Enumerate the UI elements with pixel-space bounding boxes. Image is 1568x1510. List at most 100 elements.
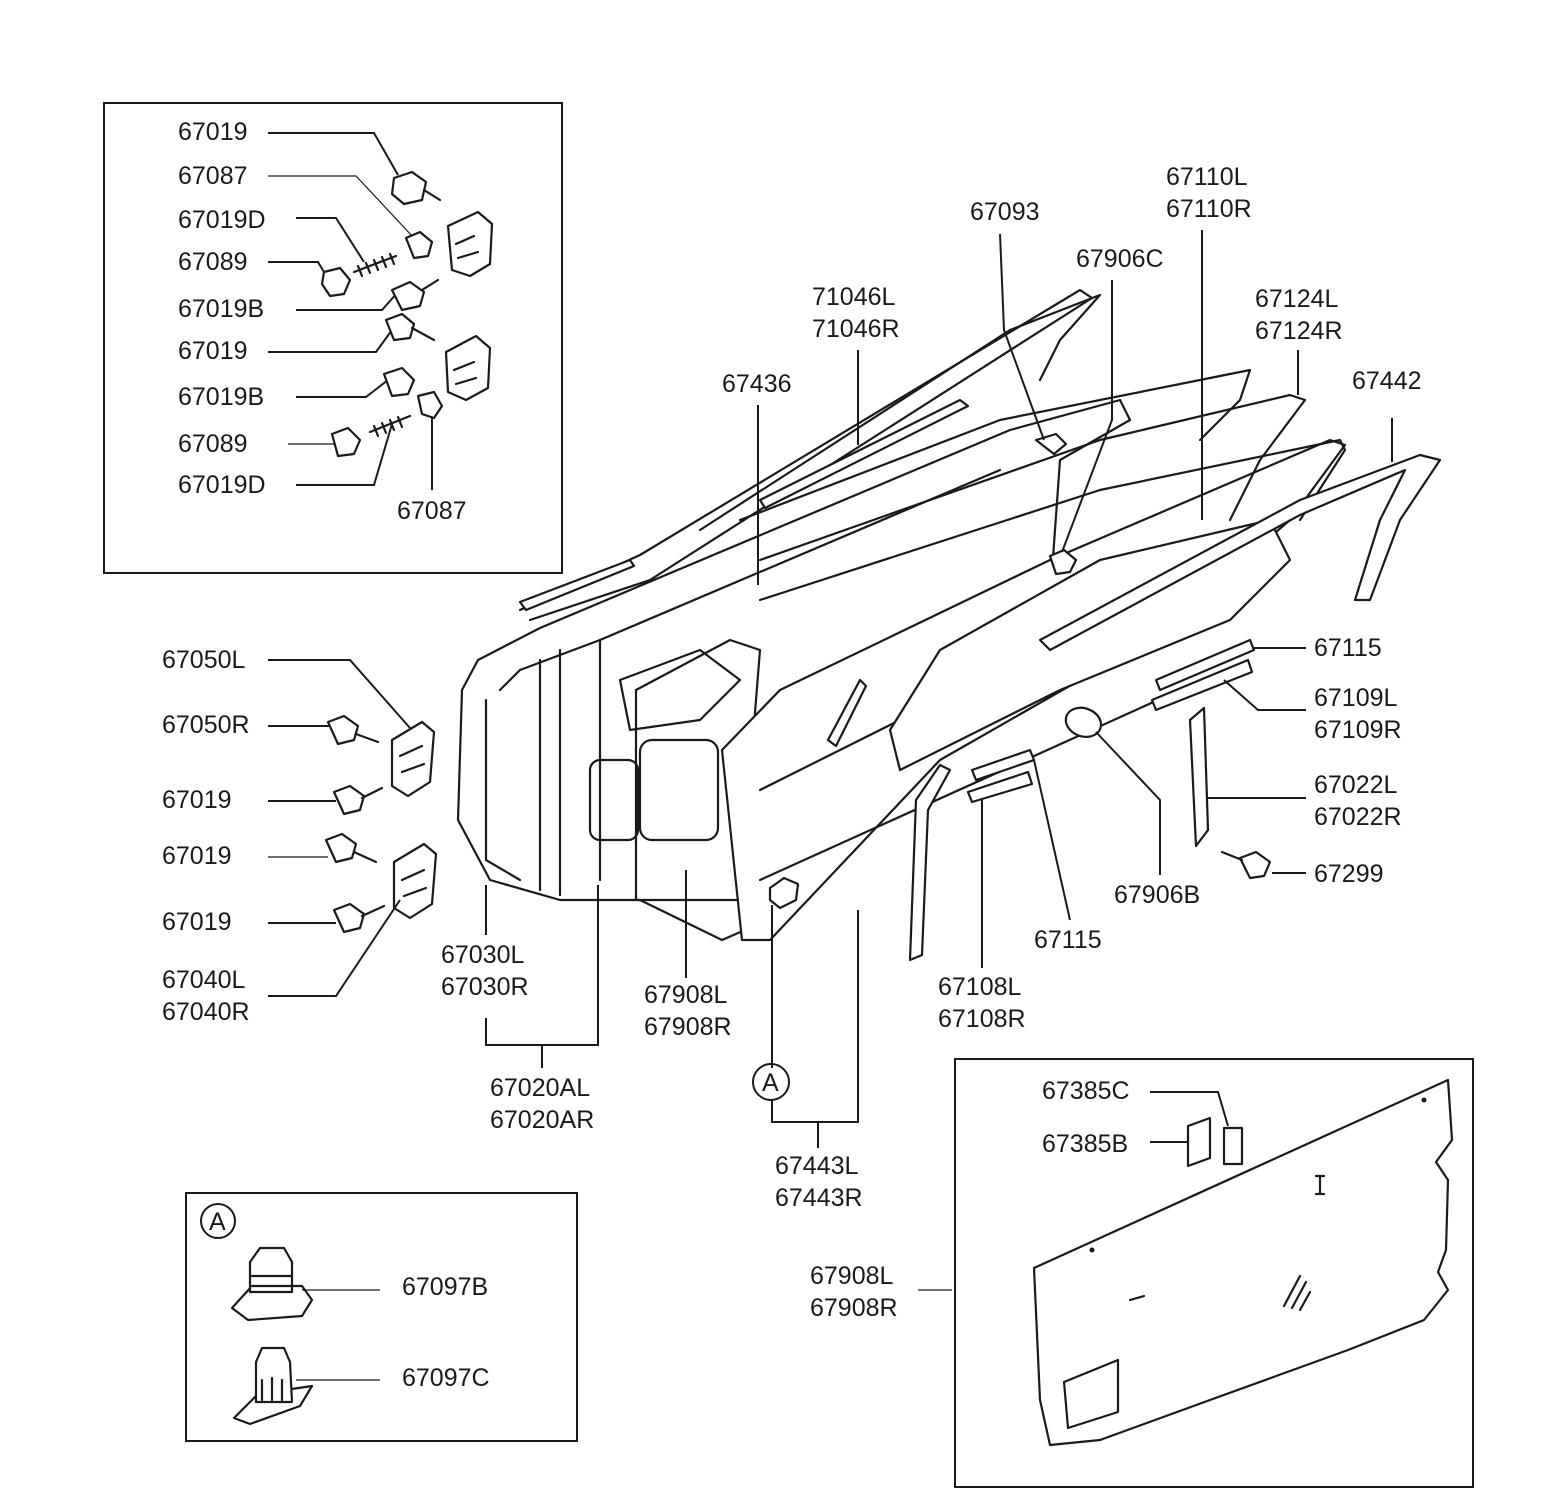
leader-line: [268, 899, 401, 997]
label-67109L: 67109L: [1314, 684, 1398, 712]
panel-opening: [638, 738, 720, 842]
label-67020AR: 67020AR: [490, 1106, 594, 1134]
label-67019-b: 67019: [162, 842, 232, 870]
label-67019-c: 67019: [162, 908, 232, 936]
clip-67097B-icon: [230, 1246, 314, 1322]
trim-inset-frame: [954, 1058, 1474, 1488]
label-71046R: 71046R: [812, 315, 900, 343]
door-assembly: 67050L 67050R 67019 67019 67019 67040L 6…: [162, 163, 1442, 1212]
label-67906C: 67906C: [1076, 245, 1164, 273]
label-67097C: 67097C: [402, 1364, 490, 1392]
leader-line: [1033, 759, 1071, 921]
leader-line: [999, 233, 1045, 441]
trim-panel-handle-mark: [1314, 1174, 1326, 1196]
upper-drip-strip: [518, 558, 636, 612]
label-67385B: 67385B: [1042, 1130, 1128, 1158]
hinge-bolt-icon: [390, 170, 442, 206]
label-67115-lower: 67115: [1034, 926, 1102, 954]
belt-moulding: [758, 398, 970, 510]
label-trim-67908L: 67908L: [810, 1262, 894, 1290]
rear-sash-channel: [908, 763, 952, 962]
hinge-body-lower-icon: [444, 334, 492, 402]
label-67109R: 67109R: [1314, 716, 1402, 744]
label-67093: 67093: [970, 198, 1040, 226]
hinge-bolt-icon: [324, 832, 378, 864]
hinge-label-8: 67089: [178, 430, 248, 458]
front-sash-channel: [826, 678, 868, 748]
hinge-label-10: 67087: [397, 497, 467, 525]
label-67050R: 67050R: [162, 711, 250, 739]
hinge-nut-icon: [330, 426, 362, 458]
label-trim-67908R: 67908R: [810, 1294, 898, 1322]
hinge-parts-inset: 67019 67087 67019D 67089 67019B 67019 67…: [103, 102, 563, 574]
label-67022L: 67022L: [1314, 771, 1398, 799]
label-67097B: 67097B: [402, 1273, 488, 1301]
hinge-nut-icon: [320, 266, 352, 298]
hinge-label-6: 67019: [178, 337, 248, 365]
hinge-washer-icon: [416, 390, 444, 420]
inset-marker-A: [200, 1203, 236, 1239]
leader-line: [268, 261, 331, 283]
label-67443L: 67443L: [775, 1152, 859, 1180]
hinge-bolt-icon: [384, 312, 436, 342]
leader-line: [296, 291, 399, 311]
screw-shank: [1220, 850, 1244, 862]
door-bumper: [1064, 706, 1103, 738]
panel-opening: [618, 648, 742, 732]
door-hinge-lower-icon: [392, 842, 438, 920]
glass-channel-lower: [1150, 658, 1254, 712]
screw-icon: [1238, 850, 1272, 880]
hinge-label-3: 67019D: [178, 206, 266, 234]
door-trim-panel: [1032, 1078, 1454, 1447]
door-window-glass: [888, 518, 1292, 772]
leader-line: [296, 423, 393, 486]
trim-panel-inset: 67385C 67385B 67908L 67908R: [810, 1058, 1474, 1488]
label-67108L: 67108L: [938, 973, 1022, 1001]
clip-detail-inset: A 67097B 67097C: [185, 1192, 578, 1442]
trim-panel-hole: [1421, 1097, 1427, 1103]
trim-pad-icon: [1186, 1116, 1212, 1168]
hinge-label-5: 67019B: [178, 295, 264, 323]
hinge-label-7: 67019B: [178, 383, 264, 411]
leader-line: [1223, 679, 1306, 711]
leader-line: [268, 329, 393, 353]
hinge-body-upper-icon: [446, 210, 494, 278]
label-67908L: 67908L: [644, 981, 728, 1009]
door-frame-rear-edge: [484, 698, 522, 882]
clip-67097C-icon: [232, 1346, 314, 1426]
label-67050L: 67050L: [162, 646, 246, 674]
label-67030R: 67030R: [441, 973, 529, 1001]
label-67115-upper: 67115: [1314, 634, 1382, 662]
hinge-label-1: 67019: [178, 118, 248, 146]
leader-line: [296, 217, 365, 263]
callout-marker-A-text: A: [762, 1069, 779, 1097]
label-67436: 67436: [722, 370, 792, 398]
trim-pad-icon: [1222, 1126, 1244, 1166]
label-67906B: 67906B: [1114, 881, 1200, 909]
label-67040R: 67040R: [162, 998, 250, 1026]
leader-line: [268, 659, 411, 729]
label-67019-a: 67019: [162, 786, 232, 814]
label-67385C: 67385C: [1042, 1077, 1130, 1105]
label-67443R: 67443R: [775, 1184, 863, 1212]
label-67110L: 67110L: [1166, 163, 1248, 191]
label-67442: 67442: [1352, 367, 1422, 395]
hinge-bolt-icon: [332, 902, 386, 934]
trim-panel-grille: [1282, 1274, 1312, 1312]
label-67110R: 67110R: [1166, 195, 1252, 223]
hinge-spring-icon: [368, 414, 412, 438]
trim-panel-hole: [1089, 1247, 1095, 1253]
glass-holder-lower: [966, 770, 1034, 804]
window-frame-channel: [758, 438, 1347, 602]
hinge-bolt-icon: [326, 714, 380, 746]
hinge-bolt-icon: [390, 278, 440, 312]
hinge-washer-icon: [404, 230, 434, 260]
trim-panel-pocket: [1062, 1358, 1120, 1430]
label-67020AL: 67020AL: [490, 1074, 590, 1102]
window-guide-rail: [1188, 706, 1210, 848]
hinge-bolt-icon: [332, 784, 384, 816]
hinge-label-2: 67087: [178, 162, 248, 190]
door-lower-line: [758, 688, 1182, 882]
label-67040L: 67040L: [162, 966, 246, 994]
leader-line: [1095, 731, 1161, 875]
